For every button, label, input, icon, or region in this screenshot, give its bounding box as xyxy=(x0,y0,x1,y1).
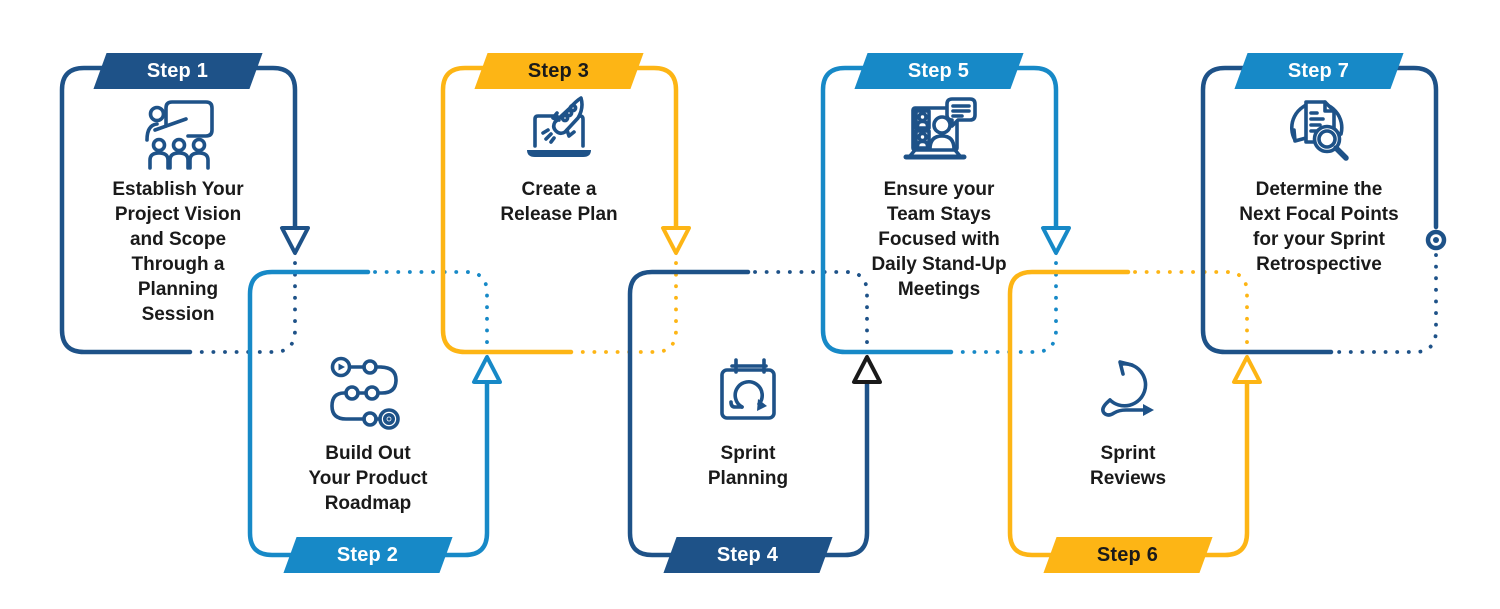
up-arrow-icon xyxy=(472,355,502,384)
step-1-frame xyxy=(59,65,310,355)
step-1-badge-label: Step 1 xyxy=(147,59,209,82)
step-3-badge: Step 3 xyxy=(474,53,644,89)
step-3-frame xyxy=(440,65,691,355)
terminus-ring-icon xyxy=(1425,229,1447,251)
down-arrow-icon xyxy=(1041,226,1071,255)
step-7-frame xyxy=(1200,65,1447,355)
step-2-badge: Step 2 xyxy=(283,537,453,573)
step-4-badge: Step 4 xyxy=(663,537,833,573)
step-4-frame xyxy=(627,269,882,558)
down-arrow-icon xyxy=(280,226,310,255)
step-3-badge-label: Step 3 xyxy=(528,59,590,82)
step-2-badge-label: Step 2 xyxy=(337,543,399,566)
sprint-cycle-icon xyxy=(1101,360,1154,417)
up-arrow-icon xyxy=(852,355,882,384)
rocket-launch-laptop-icon xyxy=(527,96,591,157)
step-4-badge-label: Step 4 xyxy=(717,543,779,566)
step-7-title: Determine the Next Focal Points for your… xyxy=(1239,179,1399,275)
presentation-audience-icon xyxy=(145,100,214,170)
step-4-title: Sprint Planning xyxy=(707,443,789,489)
step-1-badge: Step 1 xyxy=(93,53,263,89)
up-arrow-icon xyxy=(1232,355,1262,384)
step-6-badge: Step 6 xyxy=(1043,537,1213,573)
step-5-frame xyxy=(820,65,1071,355)
step-6-title: Sprint Reviews xyxy=(1089,443,1167,489)
video-standup-icon xyxy=(903,97,977,160)
down-arrow-icon xyxy=(661,226,691,255)
terminus-dot-icon xyxy=(1433,237,1439,243)
step-7-badge: Step 7 xyxy=(1234,53,1404,89)
step-6-badge-label: Step 6 xyxy=(1097,543,1159,566)
step-2-frame xyxy=(247,269,502,558)
product-roadmap-icon xyxy=(330,356,400,430)
step-7-badge-label: Step 7 xyxy=(1288,59,1350,82)
retrospective-review-icon xyxy=(1290,100,1349,161)
step-5-badge: Step 5 xyxy=(854,53,1024,89)
step-3-title: Create a Release Plan xyxy=(500,179,618,225)
step-5-badge-label: Step 5 xyxy=(908,59,970,82)
step-6-frame xyxy=(1007,269,1262,558)
sprint-calendar-icon xyxy=(720,358,776,420)
step-5-title: Ensure your Team Stays Focused with Dail… xyxy=(871,179,1007,300)
step-2-title: Build Out Your Product Roadmap xyxy=(308,443,428,514)
step-1-title: Establish Your Project Vision and Scope … xyxy=(112,179,244,325)
